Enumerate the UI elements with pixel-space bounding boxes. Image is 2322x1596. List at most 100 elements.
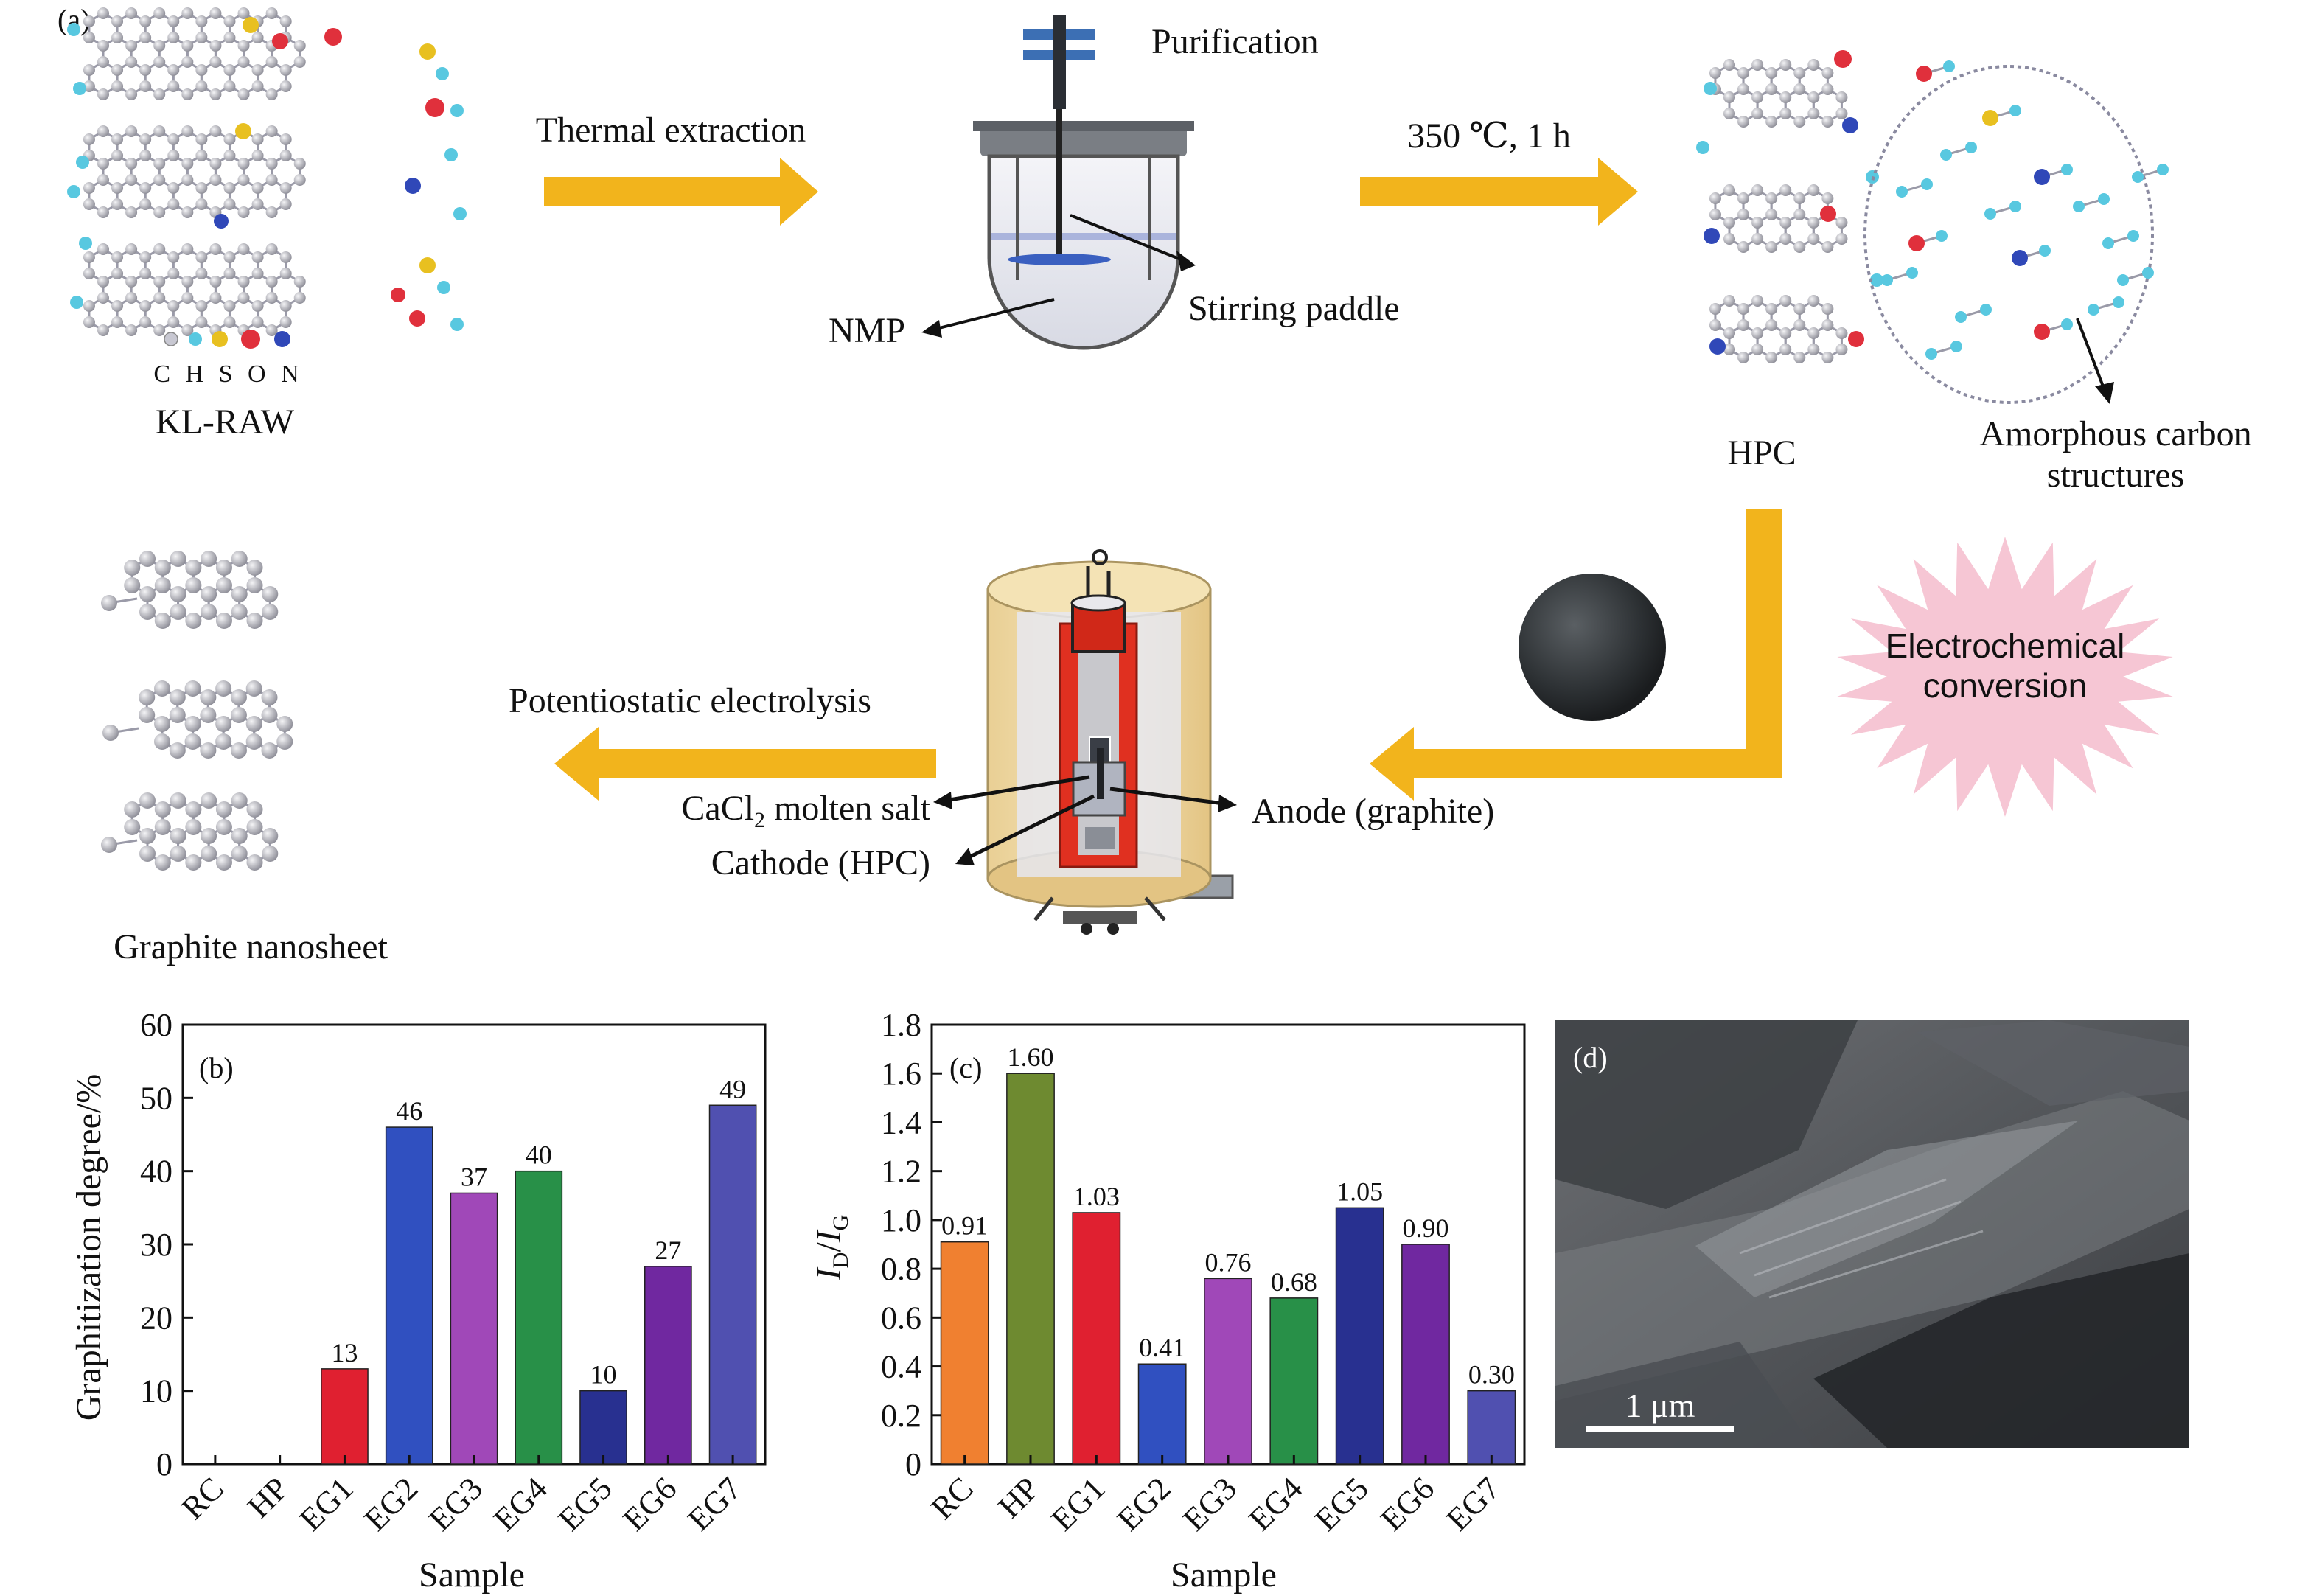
graphite-nanosheet-atom bbox=[276, 733, 293, 750]
hpc-atom bbox=[1821, 83, 1834, 95]
chart-c-ylabel: ID/IG bbox=[809, 1215, 853, 1281]
hpc-atom bbox=[1709, 319, 1721, 331]
graphite-nanosheet-atom bbox=[230, 707, 247, 723]
kl-raw-atom bbox=[139, 150, 152, 161]
kl-raw-atom bbox=[111, 198, 124, 210]
amorphous-atom bbox=[2142, 267, 2154, 279]
hpc-atom bbox=[1793, 241, 1806, 253]
graphite-nanosheet-atom bbox=[154, 733, 170, 750]
amorphous-atom bbox=[2061, 164, 2073, 175]
hpc-atom bbox=[1709, 192, 1721, 204]
kl-raw-atom bbox=[214, 214, 229, 229]
graphite-nanosheet-atom bbox=[245, 733, 262, 750]
graphite-nanosheet-atom bbox=[246, 854, 263, 871]
amorphous-fragments bbox=[1881, 60, 2169, 360]
graphite-nanosheet-atom bbox=[139, 586, 156, 602]
kl-raw-atom bbox=[73, 82, 86, 95]
kl-raw-atom bbox=[251, 198, 264, 210]
amorphous-atom bbox=[1906, 267, 1918, 279]
kl-raw-atom bbox=[237, 292, 250, 304]
graphite-nanosheet-atom bbox=[231, 792, 248, 809]
graphite-nanosheet-atom bbox=[231, 604, 248, 620]
hpc-atom bbox=[1751, 327, 1764, 339]
kl-raw-atom bbox=[83, 251, 95, 263]
hpc-atom bbox=[1779, 59, 1792, 71]
hpc-atom bbox=[1821, 192, 1834, 204]
kl-raw-atom bbox=[97, 324, 109, 336]
kl-raw-atom bbox=[167, 198, 180, 210]
hpc-atom bbox=[1723, 217, 1735, 229]
kl-raw-atom bbox=[153, 324, 166, 336]
kl-raw-atom bbox=[97, 7, 109, 19]
chart-b-ytick-label: 40 bbox=[140, 1154, 172, 1190]
kl-raw-atom bbox=[167, 64, 180, 76]
hpc-atom bbox=[1807, 295, 1820, 307]
kl-raw-atom bbox=[251, 300, 264, 312]
graphite-nanosheet-atom bbox=[246, 577, 263, 593]
hpc-atom bbox=[1793, 67, 1806, 79]
chart-c-value-label: 0.91 bbox=[941, 1211, 988, 1241]
kl-raw-atom bbox=[153, 174, 166, 186]
chart-c-bar-hp bbox=[1006, 1073, 1055, 1465]
chart-c-bar-eg1 bbox=[1072, 1212, 1121, 1465]
graphite-nanosheet-atom bbox=[276, 716, 293, 732]
kl-raw-atom bbox=[195, 268, 208, 279]
chart-b-bar-eg5 bbox=[579, 1390, 627, 1465]
amorphous-atom bbox=[2117, 274, 2129, 286]
kl-raw-atom bbox=[272, 33, 288, 49]
kl-raw-atom bbox=[324, 28, 342, 46]
kl-raw-atom bbox=[181, 206, 194, 218]
hpc-atom bbox=[1835, 91, 1848, 103]
graphite-nanosheet-atom bbox=[245, 680, 262, 697]
graphite-nanosheet-atom bbox=[246, 560, 263, 576]
chart-c-xtick-label: EG2 bbox=[1110, 1470, 1178, 1538]
kl-raw-atom bbox=[97, 206, 109, 218]
amorphous-atom bbox=[2009, 201, 2021, 212]
graphite-nanosheet-atom bbox=[184, 680, 201, 697]
graphite-nanosheet-atom bbox=[170, 846, 186, 862]
kl-raw-atom bbox=[125, 276, 138, 288]
chart-c-bar-eg5 bbox=[1335, 1207, 1384, 1465]
amorphous-atom bbox=[1943, 60, 1955, 72]
kl-raw-atom bbox=[181, 243, 194, 255]
kl-raw-atom bbox=[97, 125, 109, 137]
amorphous-atom bbox=[1921, 178, 1933, 190]
graphite-nanosheet-atom bbox=[231, 586, 248, 602]
electrochemical-label-line2: conversion bbox=[1923, 666, 2087, 705]
kl-raw-atom bbox=[195, 80, 208, 92]
cathode-label: Cathode (HPC) bbox=[711, 843, 930, 882]
electrochemical-conversion-burst bbox=[1837, 537, 2173, 817]
graphite-nanosheet-atom bbox=[215, 854, 232, 871]
graphite-nanosheet-atom bbox=[170, 792, 186, 809]
kl-raw-atom bbox=[265, 206, 278, 218]
hpc-atom bbox=[1820, 206, 1836, 222]
kl-raw-atom bbox=[125, 158, 138, 170]
anode-pointer bbox=[1109, 787, 1224, 806]
chart-b-xtick-label: EG6 bbox=[616, 1470, 684, 1538]
kl-raw-atom bbox=[139, 15, 152, 27]
graphite-nanosheet-atom bbox=[154, 716, 170, 732]
graphite-nanosheet-atom bbox=[262, 586, 279, 602]
hpc-label: HPC bbox=[1727, 433, 1796, 473]
chart-b-bar-eg3 bbox=[450, 1192, 498, 1465]
kl-raw-atom bbox=[111, 15, 124, 27]
kl-raw-atom bbox=[97, 243, 109, 255]
kl-raw-atom bbox=[153, 88, 166, 100]
amorphous-atom bbox=[2039, 245, 2051, 257]
chart-b-value-label: 40 bbox=[526, 1140, 552, 1170]
chart-c-bar-eg6 bbox=[1401, 1244, 1450, 1465]
chart-c-ytick-label: 0.6 bbox=[881, 1300, 921, 1336]
hpc-atom bbox=[1723, 327, 1735, 339]
hpc-atom bbox=[1704, 82, 1717, 95]
kl-raw-atom bbox=[139, 300, 152, 312]
hpc-atom bbox=[1779, 233, 1792, 245]
kl-raw-atom bbox=[83, 15, 95, 27]
chart-c-panel-label: (c) bbox=[949, 1051, 982, 1084]
hpc-atom bbox=[1870, 273, 1883, 287]
kl-raw-atom bbox=[265, 324, 278, 336]
hpc-atom bbox=[1793, 116, 1806, 128]
hpc-atom bbox=[1765, 209, 1778, 220]
amorphous-atom bbox=[2132, 171, 2144, 183]
chart-c-ytick-label: 1.6 bbox=[881, 1056, 921, 1092]
graphite-nanosheet-atom bbox=[184, 733, 201, 750]
